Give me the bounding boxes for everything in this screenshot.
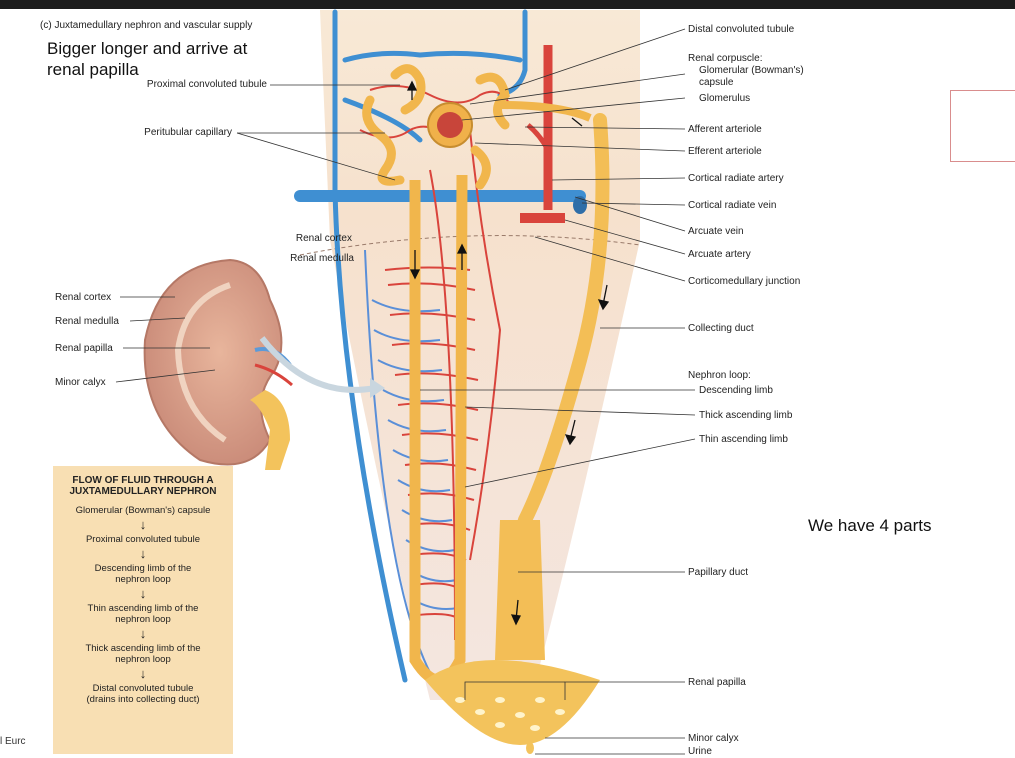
- flow-step-2: Proximal convoluted tubule: [85, 534, 201, 545]
- label-glomerular-capsule: Glomerular (Bowman's): [699, 65, 804, 76]
- flow-steps: Glomerular (Bowman's) capsule ↓ Proximal…: [53, 505, 233, 705]
- label-arcuate-artery: Arcuate artery: [688, 249, 751, 260]
- label-corticomedullary-junction: Corticomedullary junction: [688, 276, 801, 287]
- label-renal-corpuscle: Renal corpuscle:: [688, 53, 763, 64]
- label-cortical-radiate-vein: Cortical radiate vein: [688, 200, 777, 211]
- handwritten-note-right: We have 4 parts: [808, 516, 932, 535]
- flow-step-5b: nephron loop: [115, 654, 171, 665]
- papilla-pores: [455, 697, 565, 731]
- flow-step-1: Glomerular (Bowman's) capsule: [75, 505, 211, 516]
- flow-title-line-2: JUXTAMEDULLARY NEPHRON: [69, 486, 217, 497]
- down-arrow-icon: ↓: [139, 666, 147, 681]
- papillary-duct: [495, 520, 545, 660]
- flow-step-3a: Descending limb of the: [94, 563, 192, 574]
- label-papillary-duct: Papillary duct: [688, 567, 749, 578]
- label-proximal-convoluted-tubule: Proximal convoluted tubule: [146, 79, 267, 90]
- label-arcuate-vein: Arcuate vein: [688, 226, 744, 237]
- down-arrow-icon: ↓: [139, 517, 147, 532]
- leader-lines-left: [115, 84, 400, 383]
- flow-title-line-1: FLOW OF FLUID THROUGH A: [72, 475, 214, 486]
- label-kidney-cortex: Renal cortex: [55, 292, 112, 303]
- label-thick-ascending-limb: Thick ascending limb: [699, 410, 793, 421]
- vasa-recta-blue: [364, 249, 459, 691]
- annotation-box: [950, 90, 1015, 162]
- label-kidney-minor-calyx: Minor calyx: [55, 377, 106, 388]
- down-arrow-icon: ↓: [139, 586, 147, 601]
- label-distal-convoluted-tubule: Distal convoluted tubule: [688, 24, 795, 35]
- glomerulus: [437, 112, 463, 138]
- flow-step-4a: Thin ascending limb of the: [87, 603, 199, 614]
- label-nephron-loop: Nephron loop:: [688, 370, 751, 381]
- label-glomerulus: Glomerulus: [699, 93, 751, 104]
- figure-caption: (c) Juxtamedullary nephron and vascular …: [40, 20, 253, 31]
- handwritten-note-top: Bigger longer and arrive at renal papill…: [47, 38, 247, 80]
- label-efferent-arteriole: Efferent arteriole: [688, 146, 762, 157]
- renal-papilla-shape: [425, 660, 600, 745]
- down-arrow-icon: ↓: [139, 546, 147, 561]
- fluid-flow-box: FLOW OF FLUID THROUGH A JUXTAMEDULLARY N…: [53, 466, 233, 754]
- flow-title: FLOW OF FLUID THROUGH A JUXTAMEDULLARY N…: [53, 475, 233, 497]
- leader-lines-right: [420, 28, 696, 755]
- label-kidney-papilla: Renal papilla: [55, 343, 113, 354]
- veins: [332, 9, 528, 683]
- flow-step-5a: Thick ascending limb of the: [85, 643, 201, 654]
- down-arrow-icon: ↓: [139, 626, 147, 641]
- label-renal-cortex-inset: Renal cortex: [295, 233, 352, 244]
- label-collecting-duct: Collecting duct: [688, 323, 754, 334]
- label-afferent-arteriole: Afferent arteriole: [688, 124, 762, 135]
- flow-arrows: [406, 80, 610, 626]
- inset-callout-arrow: [259, 336, 376, 393]
- label-renal-papilla: Renal papilla: [688, 677, 746, 688]
- kidney-illustration: [143, 258, 293, 470]
- label-descending-limb: Descending limb: [699, 385, 773, 396]
- flow-step-4b: nephron loop: [115, 614, 171, 625]
- label-urine: Urine: [688, 746, 712, 757]
- flow-step-6a: Distal convoluted tubule: [92, 683, 194, 694]
- label-minor-calyx: Minor calyx: [688, 733, 739, 744]
- label-peritubular-capillary: Peritubular capillary: [144, 127, 232, 138]
- left-edge-text: l Eurc: [0, 736, 26, 747]
- label-thin-ascending-limb: Thin ascending limb: [699, 434, 788, 445]
- label-cortical-radiate-artery: Cortical radiate artery: [688, 173, 784, 184]
- flow-step-3b: nephron loop: [115, 574, 171, 585]
- note-line-1: Bigger longer and arrive at: [47, 39, 248, 58]
- distal-tubule-link: [499, 101, 592, 122]
- top-bar: [0, 0, 1015, 9]
- label-renal-medulla-inset: Renal medulla: [290, 253, 354, 264]
- note-line-2: renal papilla: [47, 60, 139, 79]
- flow-step-6b: (drains into collecting duct): [86, 694, 200, 705]
- label-kidney-medulla: Renal medulla: [55, 316, 119, 327]
- label-capsule: capsule: [699, 77, 734, 88]
